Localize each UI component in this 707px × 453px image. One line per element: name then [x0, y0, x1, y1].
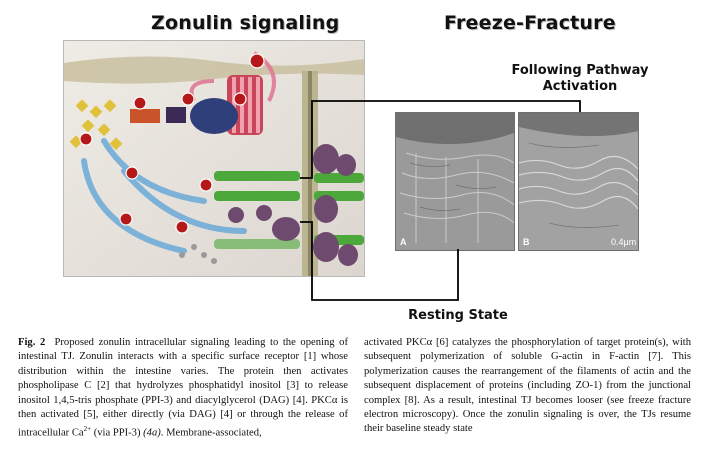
- g-actin-monomers: [179, 244, 217, 264]
- caption-col1-tail: (via PPI-3): [91, 427, 144, 439]
- figure-heading-right: Freeze-Fracture: [444, 12, 616, 34]
- zonulin-signaling-illustration: [64, 41, 364, 276]
- step-markers: [79, 53, 265, 234]
- micrograph-b-letter: B: [523, 237, 530, 247]
- apical-membrane: [64, 56, 364, 84]
- figure-heading-left: Zonulin signaling: [151, 12, 340, 34]
- micrograph-a: A: [395, 112, 515, 251]
- phospholipase-c: [190, 98, 238, 134]
- caption-column-1: Fig. 2 Proposed zonulin intracellular si…: [18, 336, 348, 441]
- micrograph-b: B 0.4μm: [518, 112, 639, 251]
- caption-col2-text: activated PKCα [6] catalyzes the phospho…: [364, 337, 691, 435]
- caption-column-2: activated PKCα [6] catalyzes the phospho…: [364, 336, 691, 437]
- zonulin-signaling-diagram: [63, 40, 365, 277]
- activation-label-line2: Activation: [542, 79, 618, 94]
- resting-state-label: Resting State: [408, 308, 508, 323]
- freeze-fracture-texture-b: [519, 113, 638, 250]
- freeze-fracture-texture-a: [396, 113, 514, 250]
- scale-bar-label: 0.4μm: [611, 237, 637, 247]
- caption-col1-sup: 2+: [83, 425, 92, 434]
- zo1-proteins: [228, 144, 358, 266]
- dag-box: [130, 109, 160, 123]
- activation-connector: [300, 100, 581, 179]
- activation-label-line1: Following Pathway: [511, 63, 649, 78]
- caption-col1-ref: (4a): [143, 427, 161, 439]
- activation-label: Following Pathway Activation: [500, 63, 660, 95]
- signal-arrows: [81, 138, 247, 254]
- junction-gap: [308, 71, 312, 276]
- caption-col1-text: Proposed zonulin intracellular signaling…: [18, 337, 348, 439]
- figure-number: Fig. 2: [18, 337, 46, 348]
- caption-col1-end: . Membrane-associated,: [160, 427, 262, 439]
- ppi-box: [166, 107, 186, 123]
- resting-connector: [300, 221, 459, 301]
- micrograph-a-letter: A: [400, 237, 407, 247]
